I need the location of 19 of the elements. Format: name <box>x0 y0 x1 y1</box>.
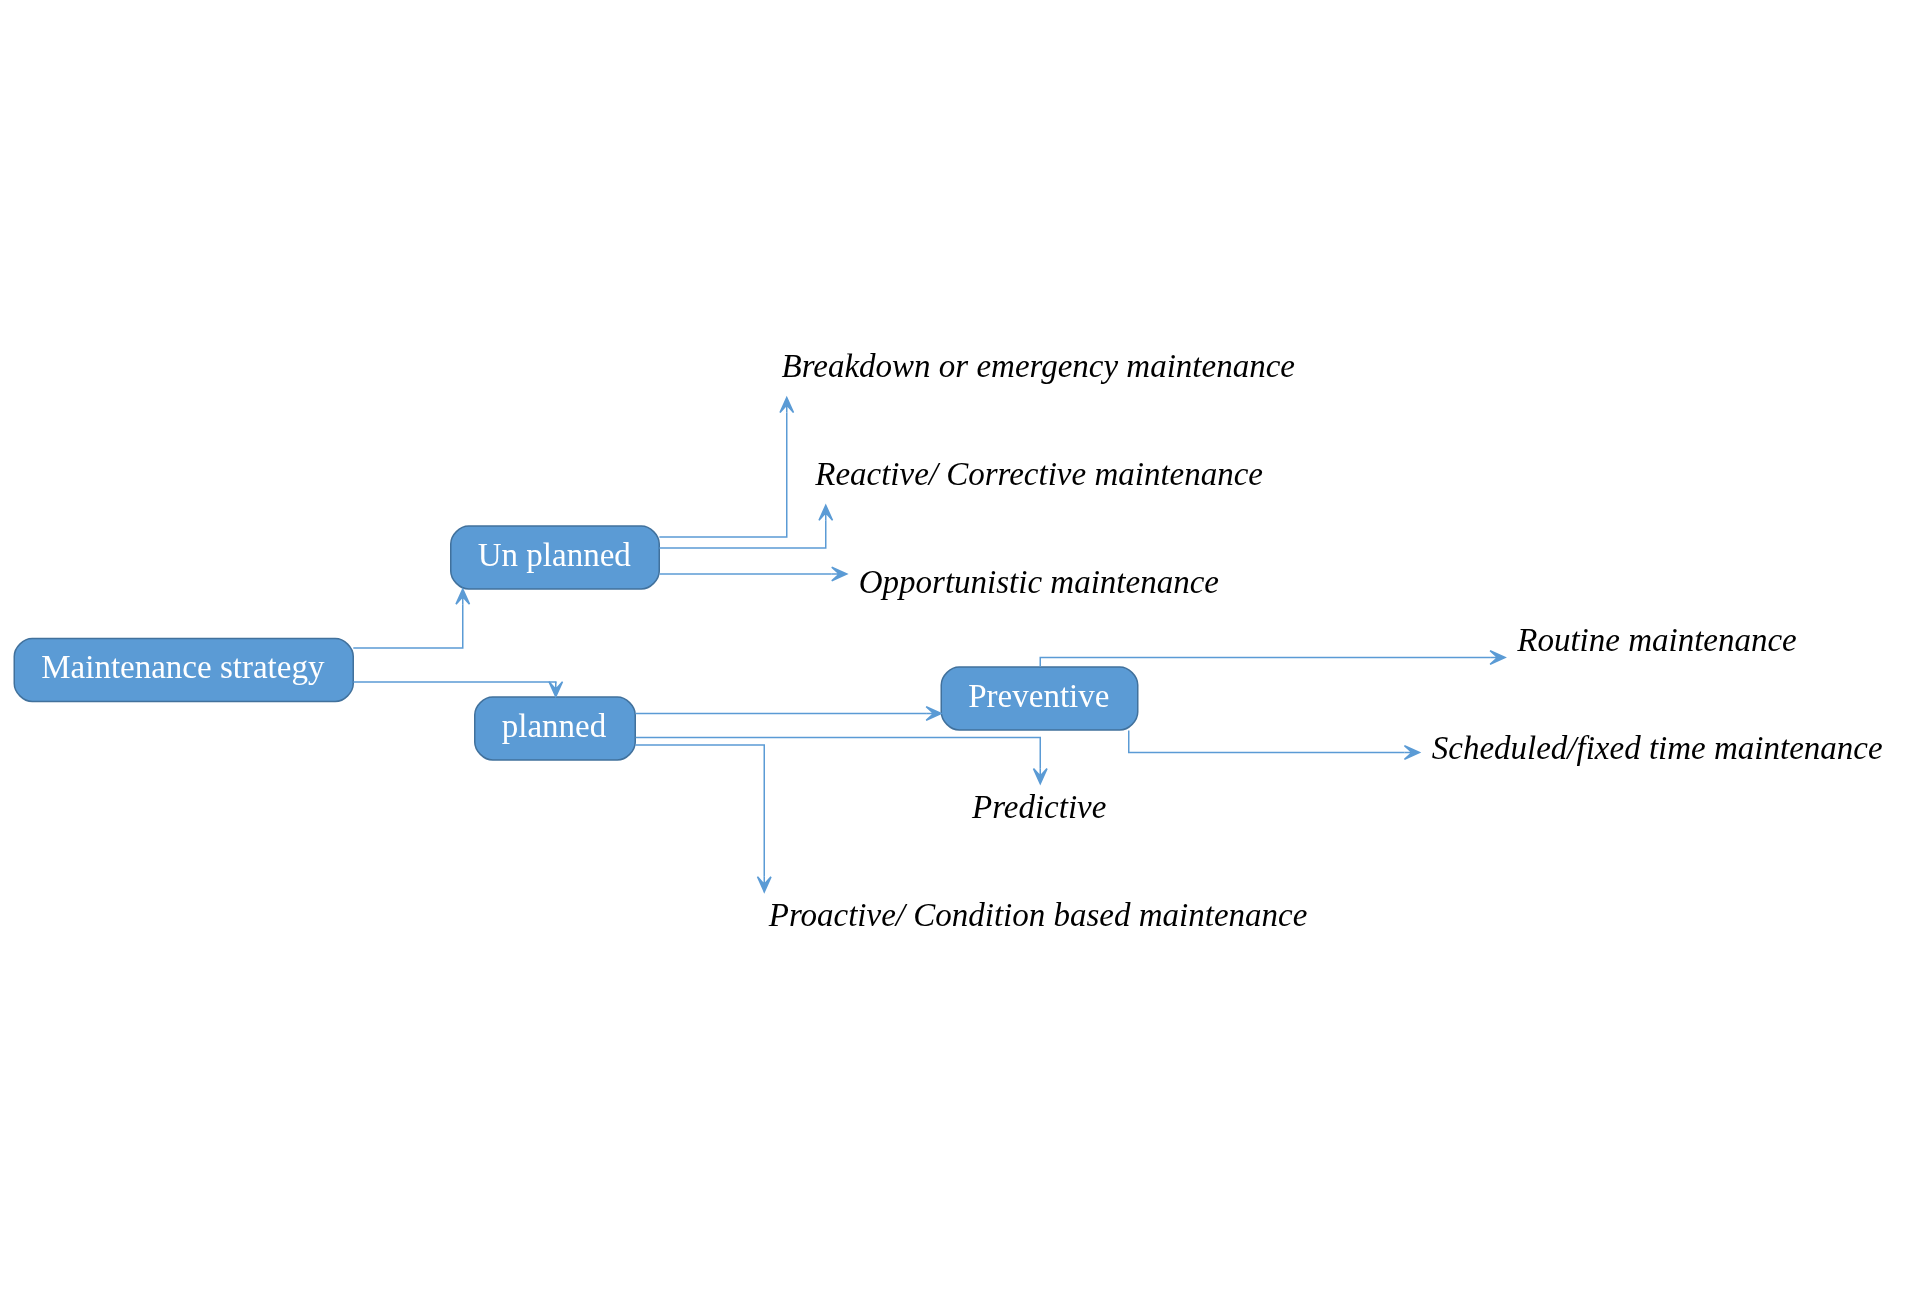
node-box: Un planned <box>450 525 660 590</box>
node-text: Reactive/ Corrective maintenance <box>815 455 1264 492</box>
node-text: Proactive/ Condition based maintenance <box>768 896 1308 933</box>
arrow <box>352 680 564 698</box>
arrow <box>658 566 848 582</box>
node-text: Opportunistic maintenance <box>858 563 1219 600</box>
node-text: Predictive <box>972 788 1107 825</box>
node-box: Preventive <box>940 666 1139 731</box>
node-text: Routine maintenance <box>1517 622 1797 659</box>
arrow <box>634 736 1048 785</box>
arrow <box>634 744 772 893</box>
arrow <box>352 588 471 649</box>
arrow <box>634 706 942 721</box>
node-text: Scheduled/fixed time maintenance <box>1431 730 1883 767</box>
node-text: Breakdown or emergency maintenance <box>781 347 1295 384</box>
arrow <box>658 396 795 538</box>
arrow <box>658 504 834 549</box>
node-box: Maintenance strategy <box>13 637 354 703</box>
node-box: planned <box>474 696 636 761</box>
